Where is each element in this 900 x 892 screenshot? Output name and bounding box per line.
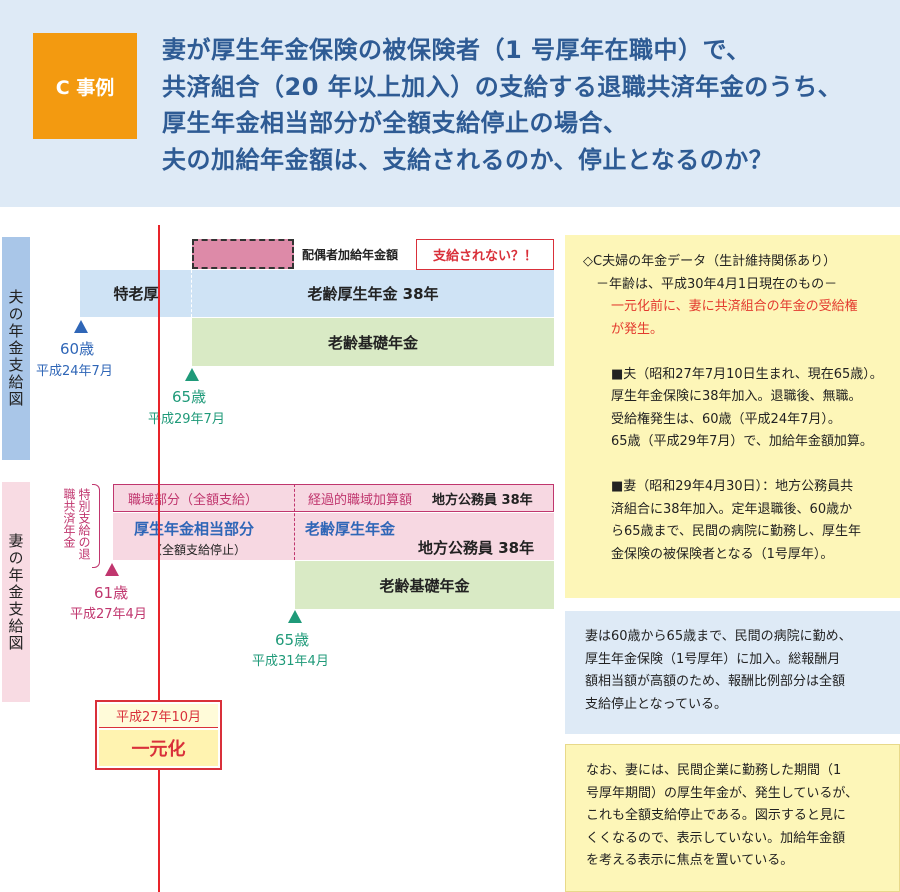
- unification-line: [158, 225, 160, 892]
- note1-line-3: 一元化前に、妻に共済組合の年金の受給権: [611, 299, 858, 314]
- age61-marker-icon: [105, 563, 119, 576]
- age60-label: 60歳: [60, 340, 95, 358]
- note1-line-11: ■妻（昭和29年4月30日）：地方公務員共: [611, 479, 854, 494]
- husband-basic-pension-bar: 老齢基礎年金: [192, 318, 554, 366]
- title-line-4: 夫の加給年金額は、支給されるのか、停止となるのか？: [162, 145, 774, 174]
- title-line-3: 厚生年金相当部分が全額支給停止の場合、: [162, 109, 628, 137]
- old-age-kosei-bar: 老齢厚生年金 38年: [192, 270, 554, 317]
- title-line-1: 妻が厚生年金保険の被保険者（1 号厚年在職中）で、: [162, 36, 751, 64]
- note2-line-4: 支給停止となっている。: [585, 696, 727, 712]
- note1-line-8: 受給権発生は、60歳（平成24年7月）。: [611, 411, 841, 427]
- wife-age65-date: 平成31年4月: [252, 654, 329, 669]
- spouse-addition-bar: [192, 239, 294, 269]
- chiho-label-2: 地方公務員 38年: [418, 539, 535, 557]
- divider-dashed-wife: [294, 484, 295, 560]
- title-line-2: 共済組合（20 年以上加入）の支給する退職共済年金のうち、: [162, 72, 843, 101]
- unification-label: 一元化: [99, 730, 218, 766]
- keika-label: 経過的職域加算額: [308, 493, 413, 508]
- note3-line-2: 号厚年期間）の厚生年金が、発生しているが、: [586, 785, 859, 801]
- note1-line-10: [583, 454, 900, 477]
- wife-age65-label: 65歳: [275, 631, 310, 649]
- supplementary-note: なお、妻には、民間企業に勤務した期間（1 号厚年期間）の厚生年金が、発生している…: [565, 744, 900, 892]
- note2-line-1: 妻は60歳から65歳まで、民間の病院に勤め、: [585, 629, 852, 644]
- divider-dashed-husband: [191, 270, 192, 317]
- chiho-label-1: 地方公務員 38年: [432, 493, 533, 508]
- special-pension-label: 特別支給の退職共済年金: [62, 488, 91, 560]
- age60-date: 平成24年7月: [36, 364, 113, 379]
- note3-line-4: くくなるので、表示していない。加給年金額: [586, 830, 846, 846]
- page-title: 妻が厚生年金保険の被保険者（1 号厚年在職中）で、 共済組合（20 年以上加入）…: [162, 32, 892, 178]
- wife-employment-note: 妻は60歳から65歳まで、民間の病院に勤め、 厚生年金保険（1号厚年）に加入。総…: [565, 611, 900, 734]
- not-paid-box: 支給されない？！: [416, 239, 554, 270]
- husband-age65-label: 65歳: [172, 388, 207, 406]
- shokuiki-bar: [113, 484, 554, 512]
- note1-line-2: －年齢は、平成30年4月1日現在のもの－: [583, 276, 838, 292]
- note1-line-6: ■夫（昭和27年7月10日生まれ、現在65歳）。: [611, 366, 883, 382]
- husband-side-label: 夫の年金支給図: [2, 237, 30, 460]
- note1-line-12: 済組合に38年加入。定年退職後、60歳か: [611, 501, 853, 517]
- wife-basic-pension-bar: 老齢基礎年金: [295, 561, 554, 609]
- rourei-kosei-label: 老齢厚生年金: [305, 520, 396, 538]
- wife-age65-marker-icon: [288, 610, 302, 623]
- note1-line-9: 65歳（平成29年7月）で、加給年金額加算。: [611, 434, 873, 449]
- note1-line-1: ◇C夫婦の年金データ（生計維持関係あり）: [583, 254, 837, 269]
- note1-line-14: 金保険の被保険者となる（1号厚年）。: [611, 546, 834, 562]
- note2-line-3: 額相当額が高額のため、報酬比例部分は全額: [585, 674, 846, 689]
- couple-data-note: ◇C夫婦の年金データ（生計維持関係あり） －年齢は、平成30年4月1日現在のもの…: [565, 235, 900, 598]
- note1-line-5: [583, 341, 900, 364]
- spouse-addition-label: 配偶者加給年金額: [302, 248, 399, 262]
- note1-line-4: が発生。: [611, 321, 664, 337]
- note3-line-1: なお、妻には、民間企業に勤務した期間（1: [586, 763, 842, 778]
- note1-line-7: 厚生年金保険に38年加入。退職後、無職。: [611, 389, 862, 404]
- case-badge: C 事例: [33, 33, 137, 139]
- age61-label: 61歳: [94, 584, 129, 602]
- unification-date: 平成27年10月: [99, 704, 218, 728]
- note1-line-13: ら65歳まで、民間の病院に勤務し、厚生年: [611, 524, 862, 539]
- note3-line-3: これも全額支給停止である。図示すると見に: [586, 808, 846, 823]
- tokurou-bar: 特老厚: [80, 270, 192, 317]
- header-banner: [0, 0, 900, 207]
- age60-marker-icon: [74, 320, 88, 333]
- shokuiki-label: 職域部分（全額支給）: [128, 493, 259, 508]
- husband-age65-date: 平成29年7月: [148, 412, 225, 427]
- note3-line-5: を考える表示に焦点を置いている。: [586, 853, 794, 868]
- wife-kosei-bar: [113, 513, 554, 560]
- zengaku-teishi-label: （全額支給停止）: [150, 543, 247, 557]
- kosei-soutou-label: 厚生年金相当部分: [134, 520, 255, 538]
- age61-date: 平成27年4月: [70, 607, 147, 622]
- wife-side-label: 妻の年金支給図: [2, 482, 30, 702]
- note2-line-2: 厚生年金保険（1号厚年）に加入。総報酬月: [585, 651, 841, 667]
- age65-marker-icon: [185, 368, 199, 381]
- special-bracket: [92, 484, 100, 568]
